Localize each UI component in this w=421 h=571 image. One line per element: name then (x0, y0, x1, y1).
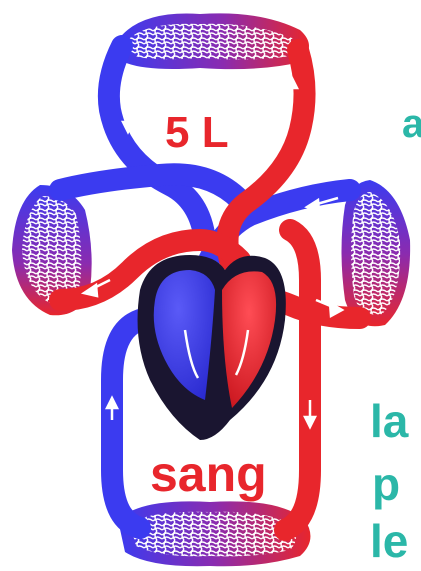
heart-icon (138, 255, 286, 440)
cropped-text-4: le (370, 515, 408, 567)
cropped-text-2: la (370, 395, 408, 447)
artery-right-descending (285, 230, 310, 530)
cropped-text-1: a (402, 100, 421, 148)
blood-label: sang (150, 445, 267, 503)
capillary-bed-right (342, 180, 411, 326)
volume-label: 5 L (165, 108, 229, 158)
cropped-text-3: p (372, 458, 400, 510)
capillary-bed-top (118, 13, 309, 69)
vein-left-loop (60, 174, 240, 200)
